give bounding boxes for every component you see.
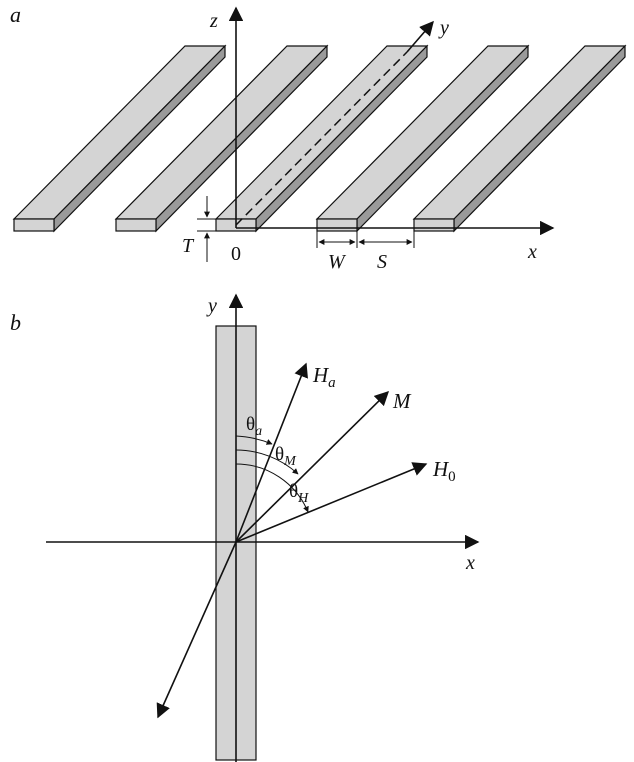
origin-label: 0 (231, 243, 241, 265)
magnetization-label: M (392, 389, 412, 413)
angle-arc-theta-h (235, 463, 309, 513)
thickness-dimension: T (182, 196, 216, 262)
x-axis-label: x (527, 241, 537, 263)
strip-4 (315, 44, 530, 233)
angle-arc-theta-m (235, 449, 299, 475)
panel-b-label: b (10, 310, 21, 335)
strip-1 (12, 44, 227, 233)
width-label: W (328, 251, 347, 273)
anisotropy-vector (235, 362, 308, 543)
y-axis-dashed (235, 51, 408, 226)
y-axis (406, 20, 434, 53)
width-spacing-dimension: W S (316, 231, 415, 273)
panel-b: b x y Ha M H0 θa θM θH (10, 293, 480, 762)
y-axis-b-label: y (206, 295, 217, 317)
z-axis-label: z (209, 10, 218, 32)
panel-a: a z x (10, 2, 627, 273)
y-axis-label: y (438, 17, 449, 39)
theta-a-label: θa (246, 414, 262, 439)
anisotropy-label: Ha (312, 363, 336, 391)
anisotropy-vector-opposite (156, 541, 237, 719)
theta-m-label: θM (275, 444, 297, 469)
magnetization-vector (235, 390, 390, 543)
strip-2 (114, 44, 329, 233)
field-label: H0 (432, 457, 456, 485)
x-axis-b-label: x (465, 552, 475, 574)
field-vector (235, 462, 428, 543)
angle-arc-theta-a (235, 435, 273, 445)
spacing-label: S (377, 251, 387, 273)
panel-a-label: a (10, 2, 21, 27)
theta-h-label: θH (289, 481, 309, 506)
thickness-label: T (182, 235, 195, 257)
